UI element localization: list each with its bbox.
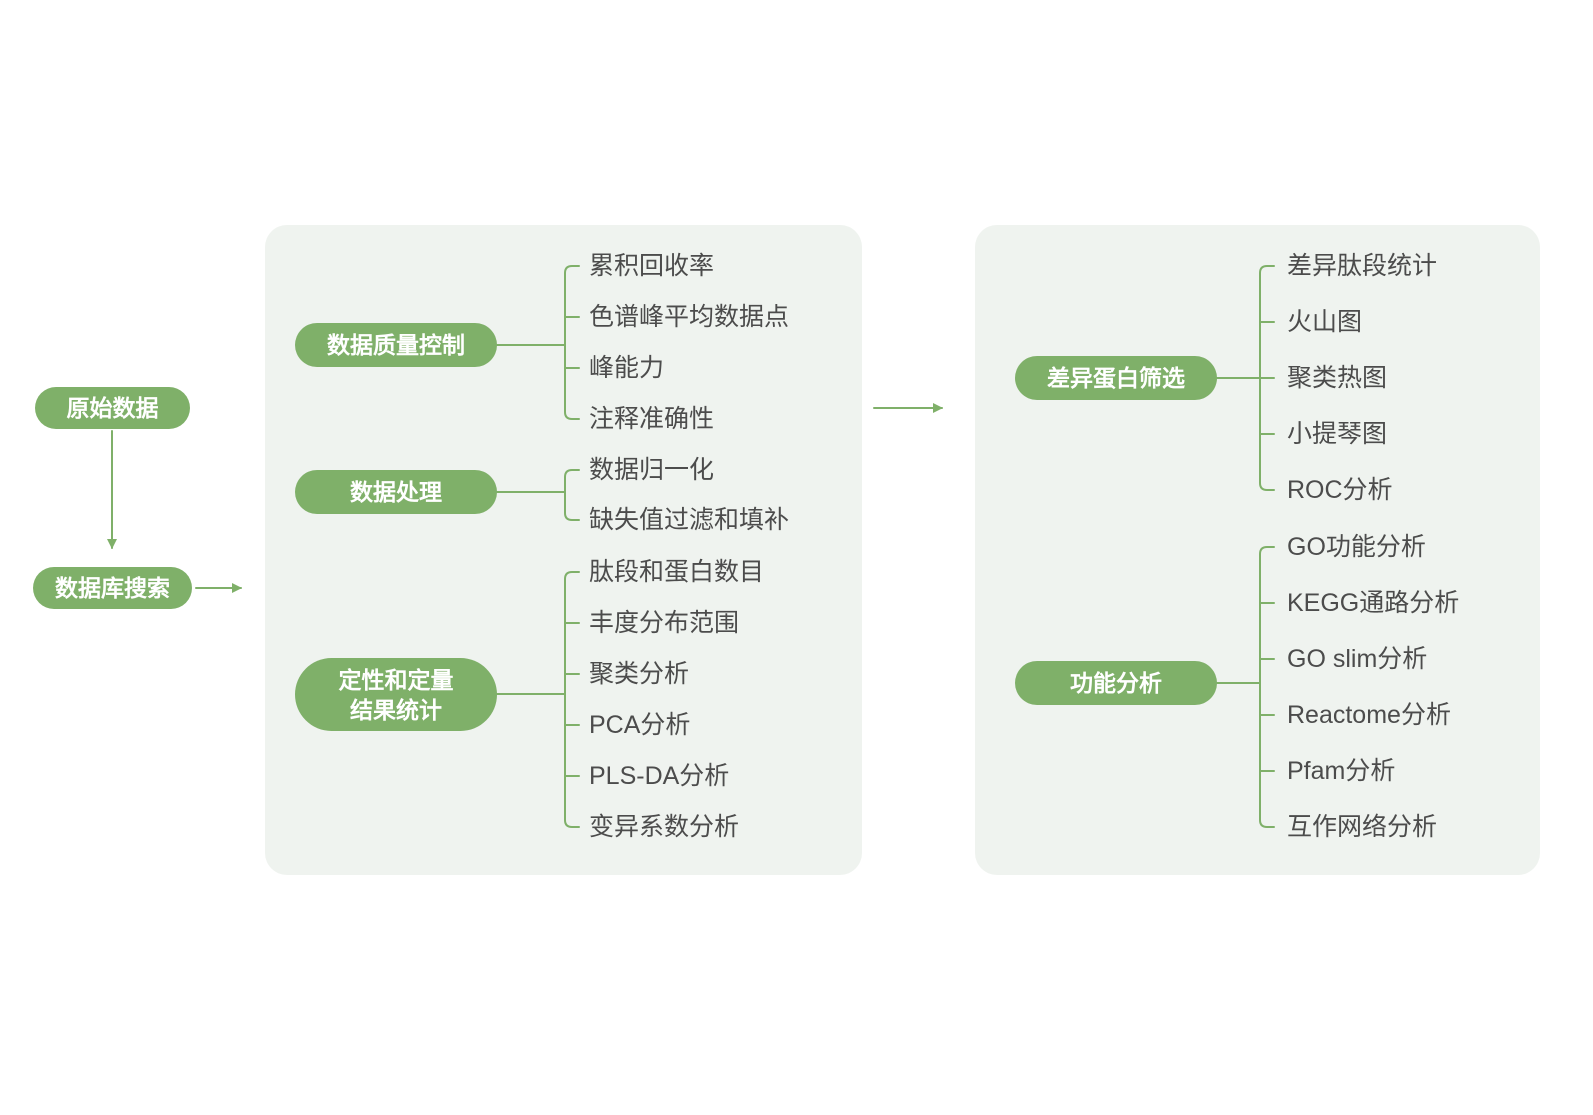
item-peak-capacity: 峰能力	[589, 354, 665, 382]
item-plsda-analysis: PLS-DA分析	[589, 762, 730, 790]
node-diff-protein-screening: 差异蛋白筛选	[1015, 356, 1217, 400]
item-missing-value-filter-imputation: 缺失值过滤和填补	[589, 506, 790, 534]
item-cumulative-recovery-rate: 累积回收率	[589, 252, 715, 280]
node-database-search: 数据库搜索	[33, 567, 192, 609]
item-data-normalization: 数据归一化	[589, 456, 715, 484]
node-qual-quant-stats: 定性和定量 结果统计	[295, 658, 497, 731]
item-abundance-distribution: 丰度分布范围	[589, 609, 740, 637]
item-diff-peptide-stats: 差异肽段统计	[1287, 252, 1438, 280]
item-go-slim-analysis: GO slim分析	[1287, 645, 1428, 673]
item-volcano-plot: 火山图	[1287, 308, 1363, 336]
item-peptide-protein-counts: 肽段和蛋白数目	[589, 558, 765, 586]
item-reactome-analysis: Reactome分析	[1287, 701, 1451, 729]
item-roc-analysis: ROC分析	[1287, 476, 1393, 504]
item-annotation-accuracy: 注释准确性	[589, 405, 715, 433]
node-data-processing: 数据处理	[295, 470, 497, 514]
item-cluster-analysis: 聚类分析	[589, 660, 690, 688]
item-cv-analysis: 变异系数分析	[589, 813, 740, 841]
item-kegg-analysis: KEGG通路分析	[1287, 589, 1460, 617]
item-go-analysis: GO功能分析	[1287, 533, 1426, 561]
item-pca-analysis: PCA分析	[589, 711, 691, 739]
item-violin-plot: 小提琴图	[1287, 420, 1388, 448]
item-interaction-network-analysis: 互作网络分析	[1287, 813, 1438, 841]
panel-advanced-analysis	[975, 225, 1540, 875]
node-raw-data: 原始数据	[35, 387, 190, 429]
item-cluster-heatmap: 聚类热图	[1287, 364, 1388, 392]
item-avg-datapoints-per-peak: 色谱峰平均数据点	[589, 303, 790, 331]
node-functional-analysis: 功能分析	[1015, 661, 1217, 705]
item-pfam-analysis: Pfam分析	[1287, 757, 1396, 785]
node-data-quality-control: 数据质量控制	[295, 323, 497, 367]
